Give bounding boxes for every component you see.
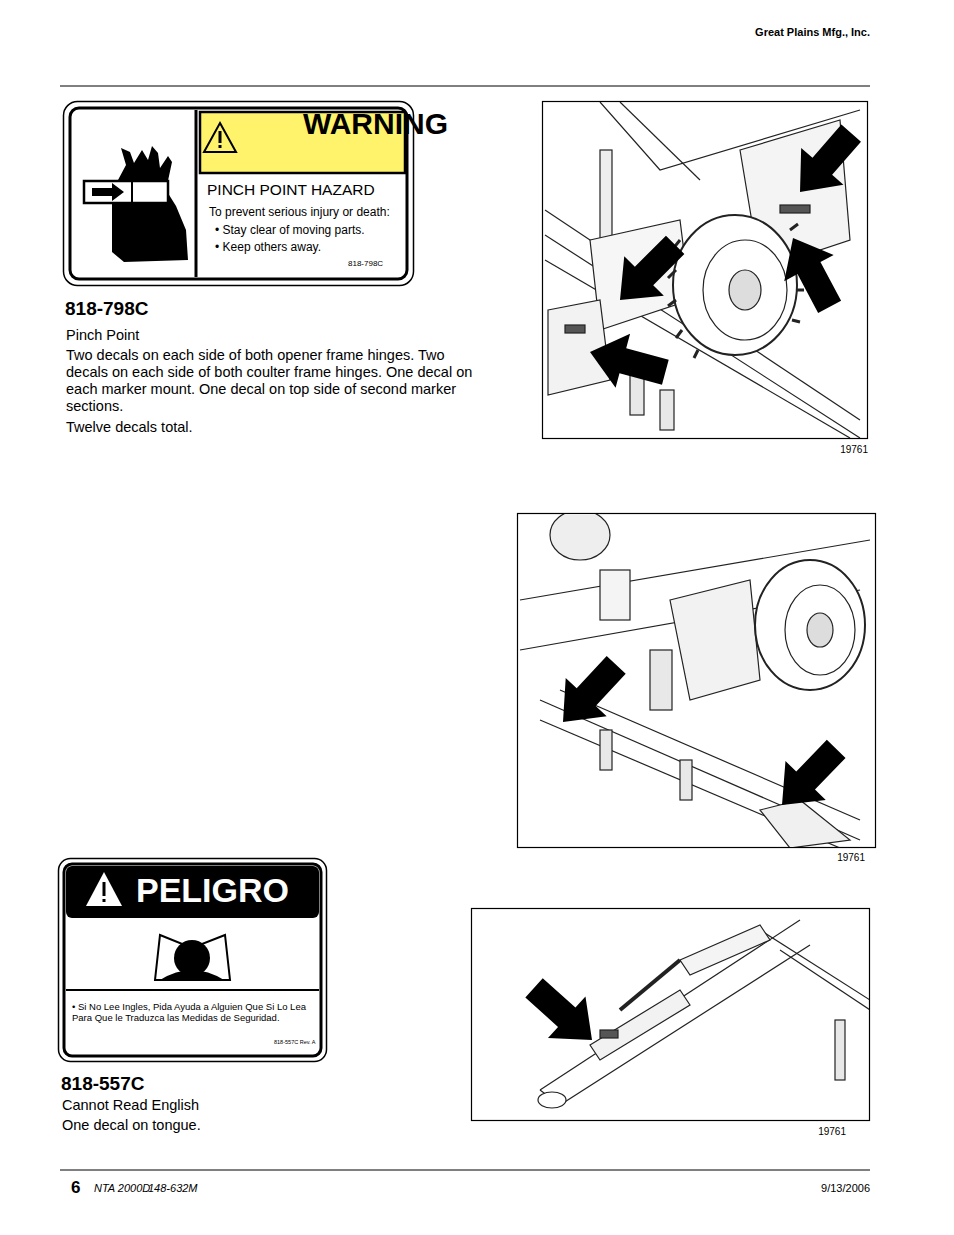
figure-number: 19761	[812, 444, 868, 456]
company-header: Great Plains Mfg., Inc.	[700, 26, 870, 39]
decal-title: Cannot Read English	[62, 1097, 362, 1114]
page-number: 6	[71, 1178, 91, 1198]
hazard-bullet: • Keep others away.	[215, 240, 405, 254]
revision-date: 9/13/2006	[770, 1182, 870, 1195]
decal-title: Pinch Point	[66, 327, 366, 344]
signal-word: WARNING	[303, 106, 473, 142]
header-rule	[60, 86, 870, 87]
footer-rule	[60, 1170, 870, 1171]
decal-part-number: 818-798C	[65, 298, 265, 321]
decal-text: • Si No Lee Ingles, Pida Ayuda a Alguien…	[72, 1001, 317, 1024]
figure-number: 19761	[791, 1126, 846, 1138]
figure-number: 19761	[807, 852, 865, 864]
decal-description: Two decals on each side of both opener f…	[66, 347, 476, 415]
decal-location: One decal on tongue.	[62, 1117, 362, 1134]
peligro-decal-art	[59, 859, 327, 1062]
hazard-title: PINCH POINT HAZARD	[207, 181, 407, 200]
decal-number: 818-798C	[348, 259, 403, 269]
decal-count: Twelve decals total.	[66, 419, 366, 436]
peligro-decal: PELIGRO • Si No Lee Ingles, Pida Ayuda a …	[58, 858, 327, 1062]
warning-decal: WARNINGPINCH POINT HAZARDTo prevent seri…	[63, 101, 414, 286]
hazard-bullet: • Stay clear of moving parts.	[215, 223, 405, 237]
decal-number: 818-557C Rev. A	[274, 1039, 320, 1046]
hazard-text: To prevent serious injury or death:	[209, 205, 409, 219]
figure-frame: 19761	[517, 513, 876, 848]
signal-word: PELIGRO	[136, 870, 318, 911]
manual-part-number: 148-632M	[148, 1182, 218, 1195]
machine-illustration	[543, 102, 873, 439]
figure-frame: 19761	[542, 101, 868, 439]
tongue-illustration	[472, 909, 871, 1121]
decal-part-number: 818-557C	[61, 1073, 261, 1096]
figure-frame: 19761	[471, 908, 870, 1121]
machine-illustration	[518, 510, 876, 848]
